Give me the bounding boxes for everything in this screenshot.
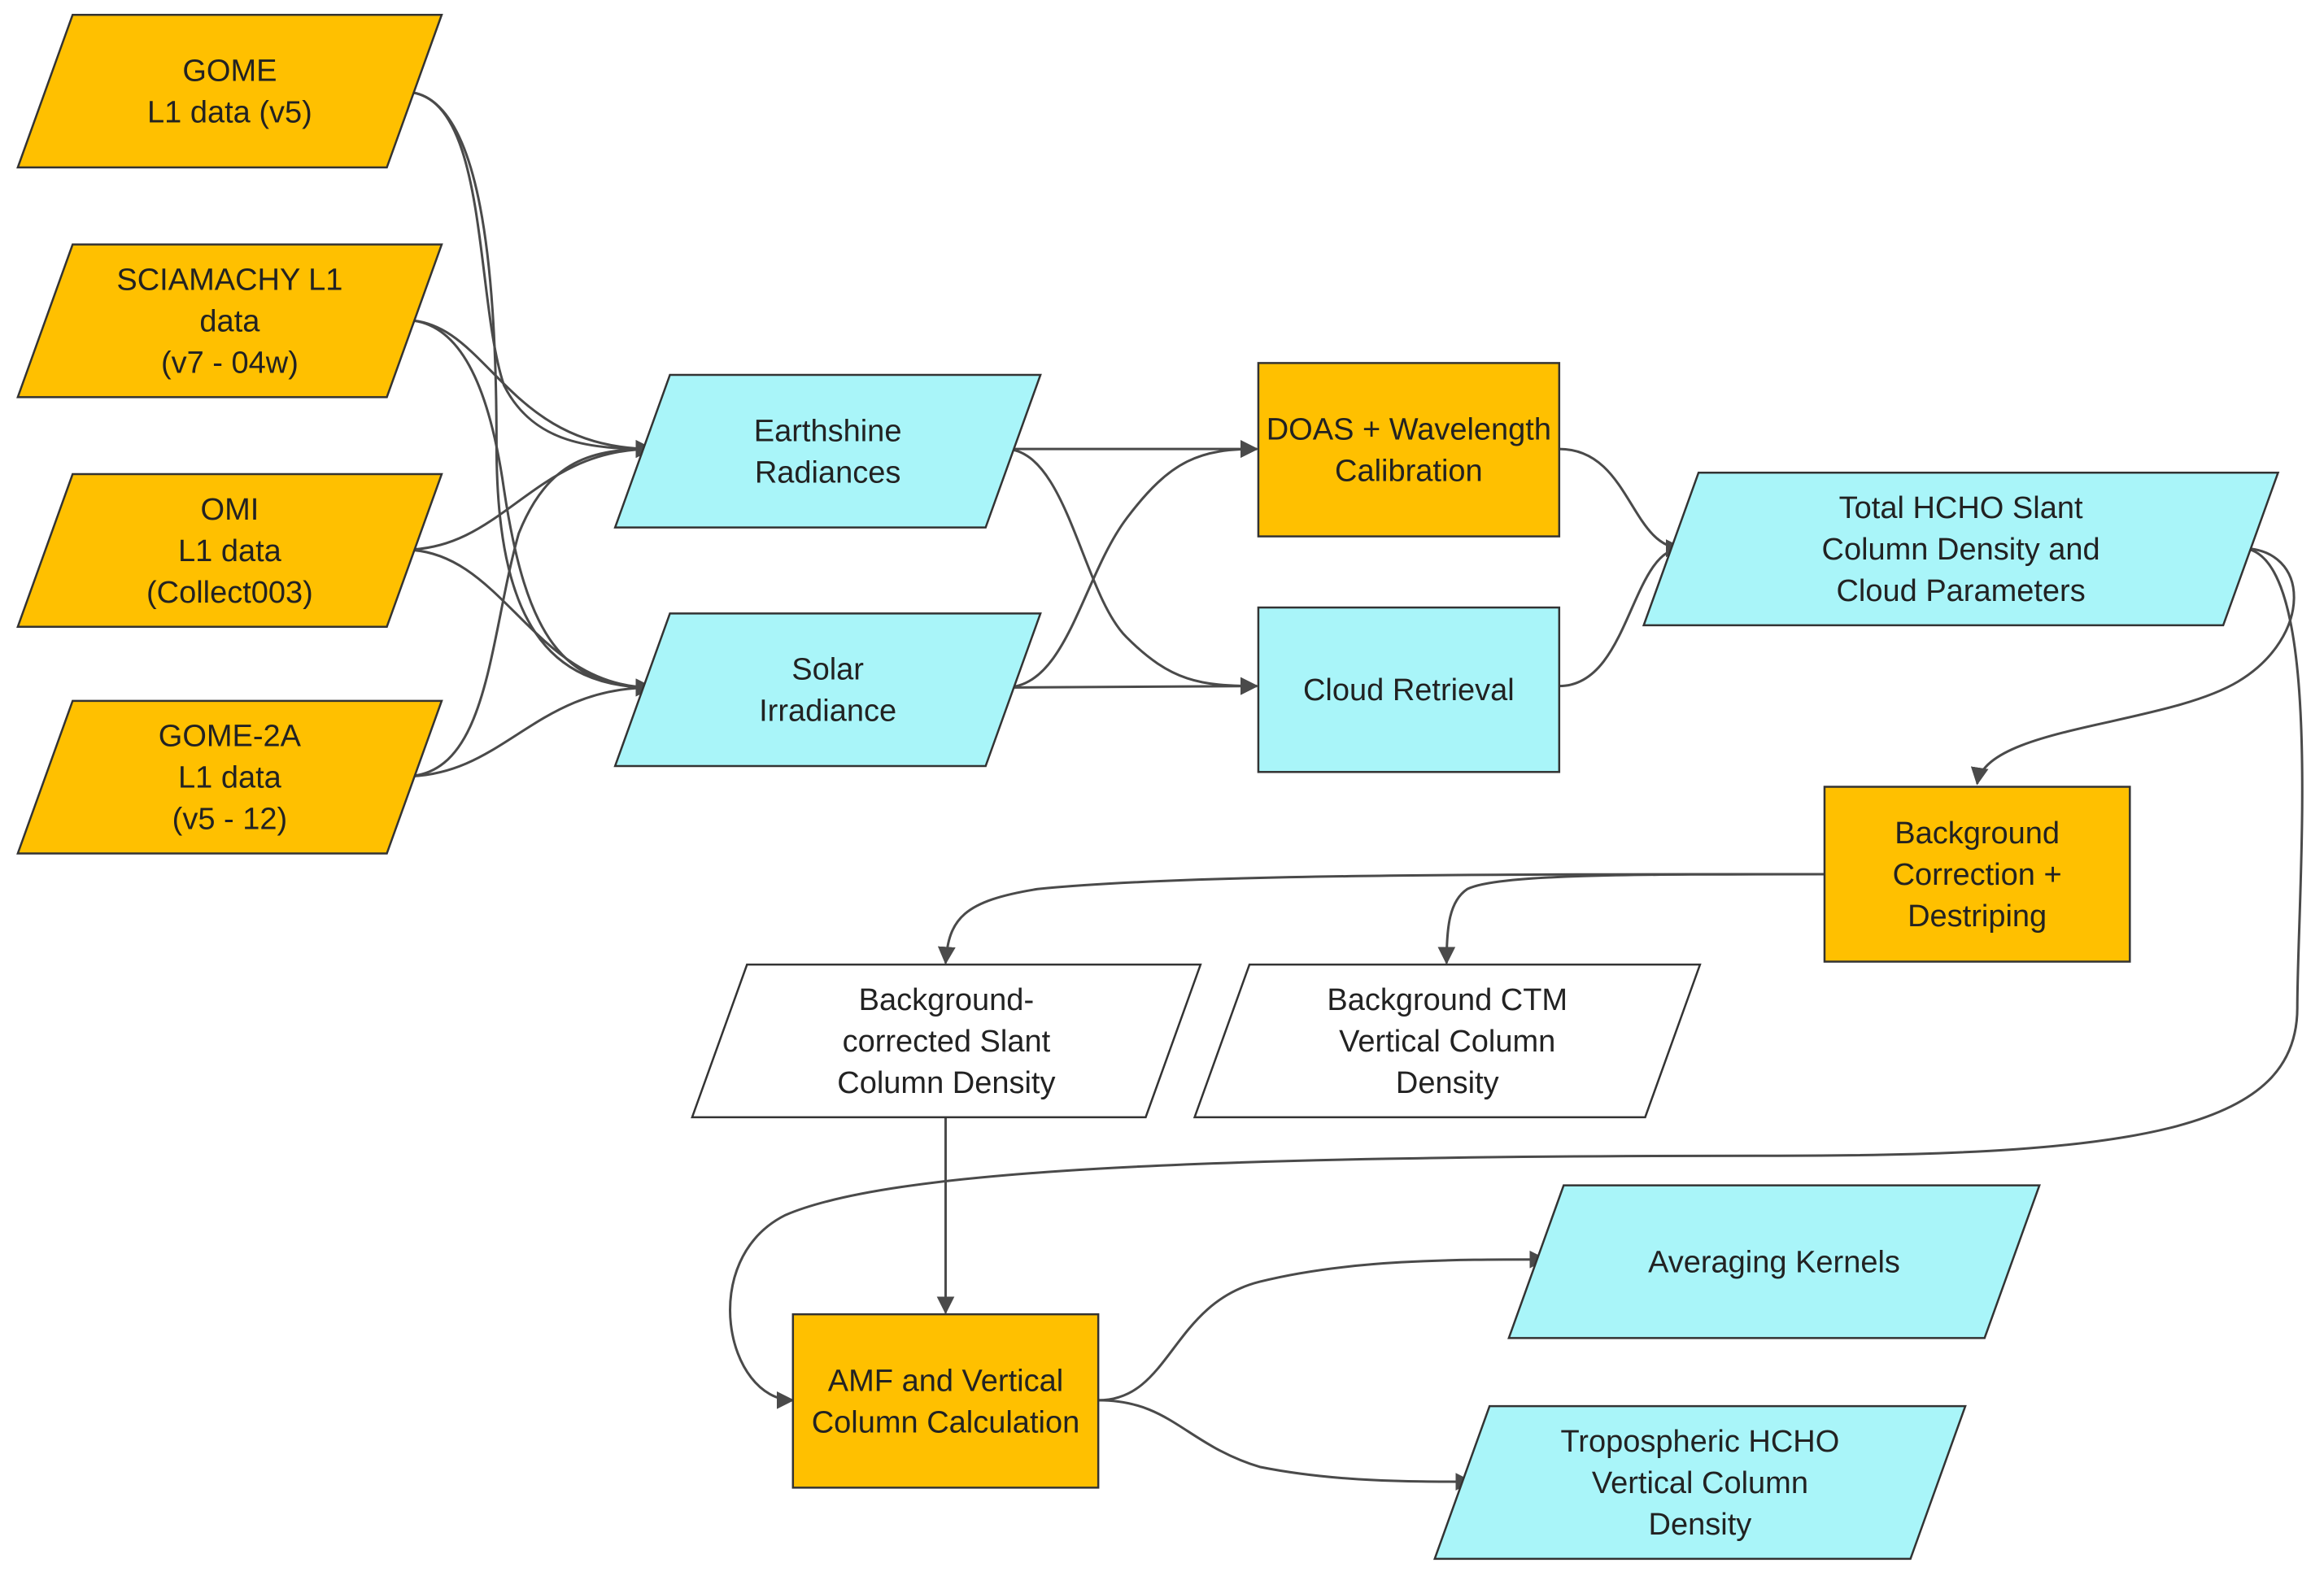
node-shape-bgslant xyxy=(691,963,1202,1119)
node-label-solar-line-1: Irradiance xyxy=(759,694,896,729)
node-cloud: Cloud Retrieval xyxy=(1257,606,1561,773)
node-label-bgcorr-line-0: Background xyxy=(1895,816,2060,851)
node-label-omi-line-0: OMI xyxy=(201,493,259,527)
connector-total-bgcorr xyxy=(1970,548,2294,786)
node-sciamachy: SCIAMACHY L1 data (v7 - 04w) xyxy=(16,243,443,398)
node-label-earthshine-line-1: Radiances xyxy=(755,455,901,490)
node-label-bgctm-line-2: Density xyxy=(1396,1066,1499,1100)
node-shape-cloud xyxy=(1257,606,1561,773)
connector-gome2a-solar xyxy=(404,678,654,776)
node-label-total-line-1: Column Density and xyxy=(1822,533,2100,567)
node-label-amf-line-0: AMF and Vertical xyxy=(828,1364,1063,1398)
connector-sciamachy-solar xyxy=(404,320,654,697)
connector-solar-cloud xyxy=(1005,677,1258,695)
node-label-earthshine-line-0: Earthshine xyxy=(754,414,902,448)
node-label-avgk-line-0: Averaging Kernels xyxy=(1648,1245,1900,1279)
nodes: GOME L1 data (v5) SCIAMACHY L1 data (v7 - 04… xyxy=(16,13,2280,1561)
node-label-total-line-0: Total HCHO Slant xyxy=(1839,491,2083,525)
node-label-amf-line-1: Column Calculation xyxy=(812,1405,1080,1439)
node-label-gome-line-0: GOME xyxy=(182,54,277,89)
connector-omi-earthshine xyxy=(404,440,654,550)
connector-amf-tropo xyxy=(1098,1400,1474,1491)
connector-amf-avgk xyxy=(1098,1250,1548,1400)
node-shape-bgctm xyxy=(1193,963,1702,1119)
connector-cloud-total xyxy=(1559,539,1684,686)
node-label-bgctm-line-0: Background CTM xyxy=(1327,983,1568,1017)
connectors xyxy=(404,92,2303,1491)
node-label-solar-line-0: Solar xyxy=(791,653,864,687)
node-label-tropo-line-2: Density xyxy=(1649,1508,1752,1542)
connector-sciamachy-earthshine xyxy=(404,320,654,459)
node-omi: OMI L1 data (Collect003) xyxy=(16,472,443,628)
node-shape-amf xyxy=(791,1313,1100,1489)
node-avgk: Averaging Kernels xyxy=(1507,1184,2041,1339)
node-shape-doas xyxy=(1257,362,1561,538)
connector-doas-total xyxy=(1559,449,1684,558)
connector-bgcorr-bgslant xyxy=(937,874,1824,965)
connector-solar-doas xyxy=(1005,440,1258,687)
node-label-bgslant-line-0: Background- xyxy=(859,983,1034,1017)
node-label-sciamachy-line-0: SCIAMACHY L1 xyxy=(116,263,342,297)
node-label-doas-line-1: Calibration xyxy=(1335,454,1483,488)
node-label-tropo-line-1: Vertical Column xyxy=(1592,1466,1808,1500)
node-label-bgcorr-line-1: Correction + xyxy=(1893,858,2062,892)
connector-total-amf xyxy=(730,548,2303,1409)
node-label-omi-line-1: L1 data xyxy=(178,534,282,568)
node-shape-sciamachy xyxy=(16,243,443,398)
node-label-gome2a-line-1: L1 data xyxy=(178,761,282,795)
node-shape-gome xyxy=(16,13,443,169)
node-label-bgctm-line-1: Vertical Column xyxy=(1339,1025,1555,1059)
node-label-bgslant-line-1: corrected Slant xyxy=(843,1025,1051,1059)
node-label-total-line-2: Cloud Parameters xyxy=(1836,574,2085,608)
node-label-gome2a-line-0: GOME-2A xyxy=(159,720,302,754)
node-label-bgcorr-line-2: Destriping xyxy=(1908,899,2047,934)
node-shape-solar xyxy=(613,612,1042,768)
node-label-cloud-line-0: Cloud Retrieval xyxy=(1303,673,1515,707)
node-label-tropo-line-0: Tropospheric HCHO xyxy=(1561,1425,1840,1459)
node-label-bgslant-line-2: Column Density xyxy=(837,1066,1055,1100)
node-shape-omi xyxy=(16,472,443,628)
node-label-sciamachy-line-2: (v7 - 04w) xyxy=(161,346,299,380)
connector-omi-solar xyxy=(404,550,654,697)
node-label-gome2a-line-2: (v5 - 12) xyxy=(172,803,287,837)
connector-bgcorr-bgctm xyxy=(1437,874,1825,965)
connector-gome-earthshine xyxy=(404,92,654,459)
connector-earthshine-cloud xyxy=(1005,449,1258,695)
node-shape-gome2a xyxy=(16,699,443,855)
node-label-doas-line-0: DOAS + Wavelength xyxy=(1267,412,1551,446)
node-shape-avgk xyxy=(1507,1184,2041,1339)
node-gome2a: GOME-2A L1 data (v5 - 12) xyxy=(16,699,443,855)
node-gome: GOME L1 data (v5) xyxy=(16,13,443,169)
connector-gome2a-earthshine xyxy=(404,440,654,777)
node-shape-tropo xyxy=(1432,1404,1967,1561)
node-shape-bgcorr xyxy=(1823,786,2131,963)
node-shape-earthshine xyxy=(613,373,1042,529)
node-label-omi-line-2: (Collect003) xyxy=(146,576,313,610)
node-label-gome-line-1: L1 data (v5) xyxy=(147,96,312,130)
node-shape-total xyxy=(1642,471,2280,627)
node-label-sciamachy-line-1: data xyxy=(199,304,260,338)
